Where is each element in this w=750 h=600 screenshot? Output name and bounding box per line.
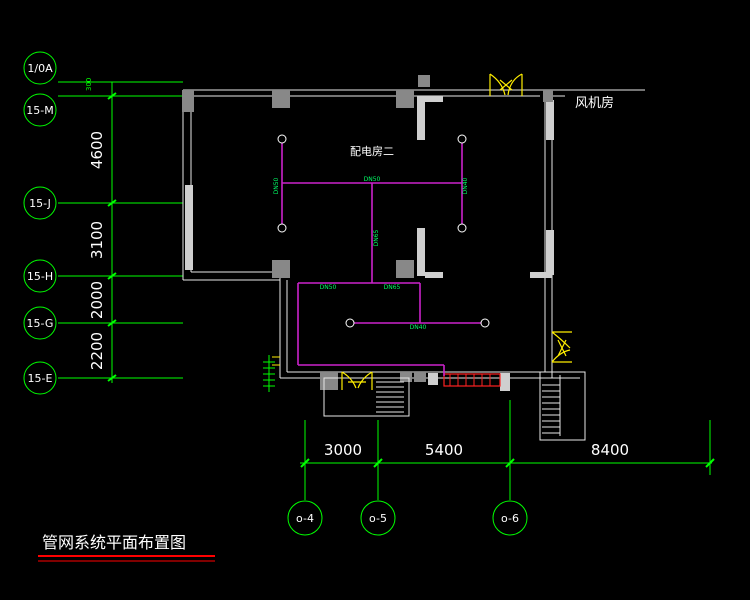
- grid-label: 15-E: [28, 372, 53, 385]
- pipe-label-dn65-lower: DN65: [384, 284, 401, 291]
- red-equipment: [443, 373, 501, 387]
- bottom-grid-axis: [300, 400, 715, 500]
- dim-horizontal-3000: 3000: [324, 441, 362, 459]
- stair-lower-right: [539, 371, 586, 441]
- pipe-network: [281, 139, 485, 376]
- svg-text:300: 300: [85, 78, 93, 91]
- pipe-label-dn50-lower: DN50: [320, 284, 337, 291]
- grid-row-bubble-15-m: 15-M: [23, 93, 57, 127]
- pipe-label-dn40-right: DN40: [462, 177, 469, 194]
- room-label-fan: 风机房: [575, 95, 614, 111]
- wall-fittings-left: [263, 355, 280, 392]
- pipe-label-dn65-vertical: DN65: [373, 229, 380, 246]
- grid-label: o-5: [369, 512, 387, 525]
- left-grid-axis: 300: [58, 78, 183, 383]
- grid-label: 15-M: [26, 104, 53, 117]
- room-walls: [182, 89, 645, 391]
- grid-row-bubble-15-g: 15-G: [23, 306, 57, 340]
- dim-vertical-3100: 3100: [88, 221, 106, 259]
- stair-lower-left: [323, 377, 410, 417]
- grid-label: 1/0A: [27, 62, 53, 75]
- room-label-main: 配电房二: [350, 145, 394, 158]
- grid-label: 15-H: [27, 270, 53, 283]
- grid-label: o-4: [296, 512, 314, 525]
- grid-col-bubble-o-6: o-6: [492, 500, 528, 536]
- grid-label: 15-G: [27, 317, 54, 330]
- dim-horizontal-5400: 5400: [425, 441, 463, 459]
- grid-label: o-6: [501, 512, 519, 525]
- dim-vertical-4600: 4600: [88, 131, 106, 169]
- grid-row-bubble-15-h: 15-H: [23, 259, 57, 293]
- dim-vertical-2000: 2000: [88, 281, 106, 319]
- grid-col-bubble-o-5: o-5: [360, 500, 396, 536]
- door-top: [489, 73, 523, 96]
- grid-row-bubble-15-j: 15-J: [23, 186, 57, 220]
- dim-vertical-2200: 2200: [88, 332, 106, 370]
- pipe-label-dn50-left: DN50: [273, 177, 280, 194]
- pipe-label-dn40-lower: DN40: [410, 324, 427, 331]
- grid-label: 15-J: [29, 197, 51, 210]
- sprinkler-nozzles: [277, 134, 490, 328]
- drawing-title: 管网系统平面布置图: [42, 533, 186, 552]
- door-bottom: [341, 371, 373, 390]
- door-right: [551, 331, 572, 363]
- grid-col-bubble-o-4: o-4: [287, 500, 323, 536]
- grid-row-bubble-15-e: 15-E: [23, 361, 57, 395]
- columns: [182, 75, 553, 390]
- dim-horizontal-8400: 8400: [591, 441, 629, 459]
- grid-row-bubble-1-0a: 1/0A: [23, 51, 57, 85]
- pipe-label-dn50-top: DN50: [364, 176, 381, 183]
